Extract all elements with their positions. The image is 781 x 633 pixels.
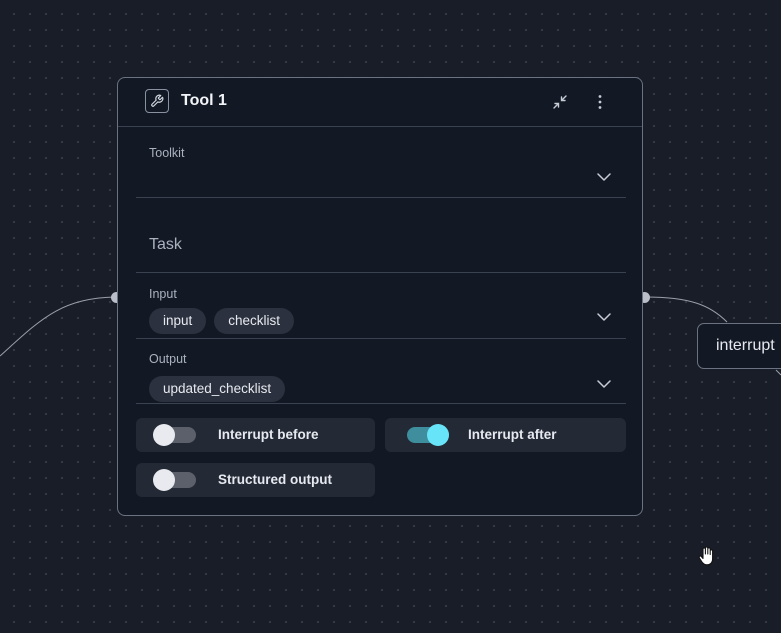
chevron-down-icon[interactable]	[596, 309, 612, 325]
more-vertical-icon	[598, 95, 602, 109]
collapse-button[interactable]	[548, 90, 572, 114]
node-header[interactable]: Tool 1	[118, 78, 642, 127]
interrupt-after-switch[interactable]	[407, 424, 449, 446]
chip-input[interactable]: input	[149, 308, 207, 334]
chevron-down-icon[interactable]	[596, 169, 612, 185]
interrupt-before-label: Interrupt before	[218, 427, 319, 442]
interrupt-before-switch[interactable]	[153, 424, 196, 446]
input-select[interactable]: Input input checklist	[136, 273, 626, 339]
interrupt-node-label: interrupt	[716, 337, 775, 354]
structured-output-switch[interactable]	[153, 469, 196, 491]
interrupt-before-toggle[interactable]: Interrupt before	[136, 418, 375, 452]
structured-output-toggle[interactable]: Structured output	[136, 463, 375, 497]
tool-node[interactable]: Tool 1 Toolkit Task Input input checklis	[117, 77, 643, 516]
chip-updated-checklist[interactable]: updated_checklist	[149, 376, 286, 402]
output-select[interactable]: Output updated_checklist	[136, 339, 626, 404]
outgoing-edge-tail	[775, 369, 781, 376]
toolkit-label: Toolkit	[149, 146, 185, 160]
chevron-down-icon[interactable]	[596, 376, 612, 392]
input-handle[interactable]	[111, 292, 122, 303]
input-chips: input checklist	[149, 308, 295, 334]
task-input[interactable]: Task	[136, 198, 626, 273]
node-title: Tool 1	[181, 92, 227, 109]
task-placeholder: Task	[149, 236, 182, 253]
output-chips: updated_checklist	[149, 376, 286, 402]
toolkit-select[interactable]: Toolkit	[136, 134, 626, 198]
interrupt-node[interactable]: interrupt	[697, 323, 781, 369]
more-options-button[interactable]	[588, 90, 612, 114]
incoming-edge	[0, 296, 117, 357]
chip-checklist[interactable]: checklist	[214, 308, 295, 334]
hand-cursor-icon	[698, 546, 714, 566]
wrench-icon	[145, 89, 169, 113]
output-label: Output	[149, 352, 187, 366]
structured-output-label: Structured output	[218, 472, 332, 487]
output-handle[interactable]	[639, 292, 650, 303]
interrupt-after-toggle[interactable]: Interrupt after	[385, 418, 626, 452]
collapse-icon	[553, 95, 567, 109]
input-label: Input	[149, 287, 177, 301]
outgoing-edge	[644, 296, 728, 323]
interrupt-after-label: Interrupt after	[468, 427, 557, 442]
